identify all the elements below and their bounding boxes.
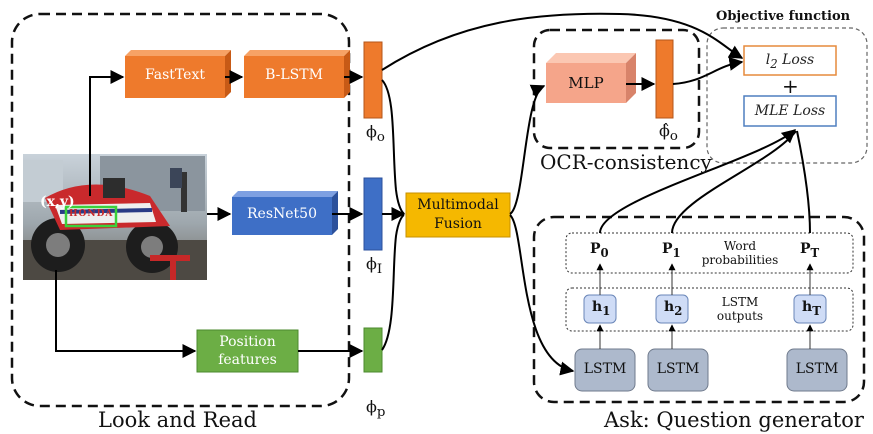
phi-o-vector: [363, 41, 383, 119]
blstm-label: B-LSTM: [265, 67, 323, 83]
plus-sign: +: [782, 74, 799, 98]
objective-function-region: [706, 27, 868, 164]
blstm-block: [244, 50, 350, 98]
position-features-label: Position features: [197, 333, 298, 369]
phi-i-vector: [363, 177, 383, 251]
question-generator-label: Question generator: [649, 408, 864, 432]
l2-loss-box: [743, 45, 837, 76]
lstm-cell-2-label: LSTM: [656, 361, 700, 377]
lstm-cell-t: [786, 348, 848, 392]
motorbike-photo: [23, 154, 207, 280]
fusion-line-2: Fusion: [434, 216, 482, 232]
fasttext-label: FastText: [145, 67, 205, 83]
phi-o-label: ϕo: [366, 122, 385, 146]
word-probabilities-row: [565, 232, 854, 274]
mlp-block: [546, 53, 636, 103]
fasttext-block: [125, 50, 231, 98]
hidden-ht-label: hT: [802, 299, 821, 318]
phi-i-label: ϕI: [366, 254, 383, 278]
phi-p-vector: [363, 327, 383, 373]
ocr-consistency-label: OCR-consistency: [540, 150, 712, 174]
mle-loss-box: [743, 95, 837, 127]
phi-o-hat-label: ϕ̂o: [659, 121, 678, 145]
lstm-cell-1-label: LSTM: [583, 361, 627, 377]
hidden-h2-label: h2: [664, 299, 683, 318]
prob-p0-label: P0: [590, 241, 609, 260]
position-line-2: features: [218, 352, 277, 368]
lstm-cell-1: [574, 348, 636, 392]
position-features-block: [196, 329, 299, 373]
plate-text: HONDA: [69, 209, 114, 219]
resnet-label: ResNet50: [247, 206, 317, 222]
lstm-cell-2: [647, 348, 709, 392]
connection-arrows: [55, 12, 811, 376]
generator-arrows: [596, 263, 814, 349]
xy-coordinate-label: (x,y): [40, 194, 75, 210]
fusion-line-1: Multimodal: [417, 197, 499, 213]
mle-loss-label: MLE Loss: [754, 103, 826, 119]
phi-o-hat-vector: [655, 39, 674, 119]
mlp-label: MLP: [568, 74, 604, 92]
ask-label: Ask:: [604, 408, 650, 432]
lstm-cell-t-label: LSTM: [795, 361, 839, 377]
ask-question-generator-label: Ask: Question generator: [604, 408, 864, 432]
position-line-1: Position: [219, 334, 276, 350]
prob-pt-label: PT: [800, 241, 820, 260]
phi-p-label: ϕp: [366, 397, 386, 421]
prob-p1-label: P1: [662, 241, 681, 260]
ocr-text-bbox: [64, 205, 118, 228]
hidden-h1-label: h1: [592, 299, 611, 318]
resnet-block: [232, 191, 338, 235]
l2-loss-label: l2 Loss: [765, 52, 815, 71]
question-generator-region: [532, 215, 866, 404]
look-and-read-label: Look and Read: [98, 408, 257, 432]
lstm-outputs-row: [565, 287, 854, 332]
objective-function-label: Objective function: [716, 9, 851, 24]
